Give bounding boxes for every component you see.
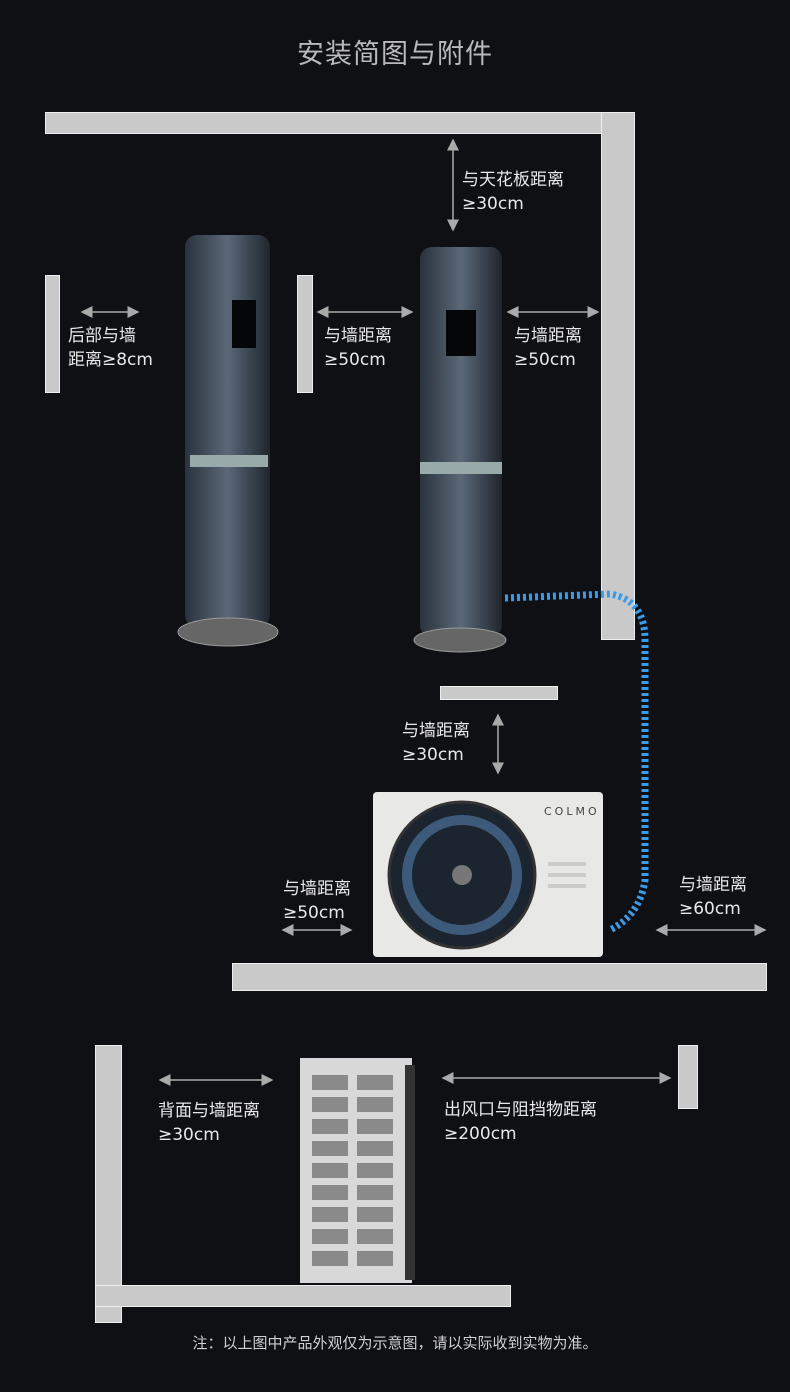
label-back: 背面与墙距离≥30cm (158, 1101, 260, 1145)
floor-slab (232, 963, 767, 991)
label-side-right: 与墙距离≥50cm (514, 326, 582, 370)
grill-slot (312, 1075, 348, 1090)
ledge-wall (440, 686, 558, 700)
grill-slot (312, 1141, 348, 1156)
label-outlet: 出风口与阻挡物距离≥200cm (444, 1100, 597, 1144)
footnote: 注：以上图中产品外观仅为示意图，请以实际收到实物为准。 (192, 1334, 598, 1352)
label-outdoor-right: 与墙距离≥60cm (679, 875, 747, 919)
grill-slot (312, 1097, 348, 1112)
side-floor (95, 1285, 511, 1307)
label-ceiling: 与天花板距离≥30cm (462, 170, 564, 214)
grill-slot (312, 1163, 348, 1178)
outdoor-unit-front (373, 792, 603, 957)
grill-slot (357, 1229, 393, 1244)
grill-slot (312, 1251, 348, 1266)
label-outdoor-top: 与墙距离≥30cm (402, 721, 470, 765)
indoor-unit-front (413, 247, 507, 653)
grill-slot (357, 1207, 393, 1222)
page-title: 安装简图与附件 (297, 39, 493, 70)
grill-slot (357, 1119, 393, 1134)
grill-slot (357, 1251, 393, 1266)
grill-slot (312, 1119, 348, 1134)
obstacle-wall (678, 1045, 698, 1109)
rear-wall-mid (297, 275, 313, 393)
label-outdoor-left: 与墙距离≥50cm (283, 879, 351, 923)
grill-slot (312, 1207, 348, 1222)
label-rear-wall: 后部与墙距离≥8cm (68, 326, 153, 370)
side-back-wall (95, 1045, 122, 1323)
rear-wall-left (45, 275, 60, 393)
grill-slot (357, 1163, 393, 1178)
grill-slot (312, 1185, 348, 1200)
grill-slot (357, 1097, 393, 1112)
label-side-left: 与墙距离≥50cm (324, 326, 392, 370)
grill-slot (357, 1141, 393, 1156)
grill-slot (357, 1185, 393, 1200)
refrigerant-pipe (504, 590, 649, 934)
brand-logo: COLMO (544, 805, 600, 818)
right-wall (601, 112, 635, 640)
indoor-unit-side (177, 235, 279, 647)
grill-slot (357, 1075, 393, 1090)
grill-slot (312, 1229, 348, 1244)
